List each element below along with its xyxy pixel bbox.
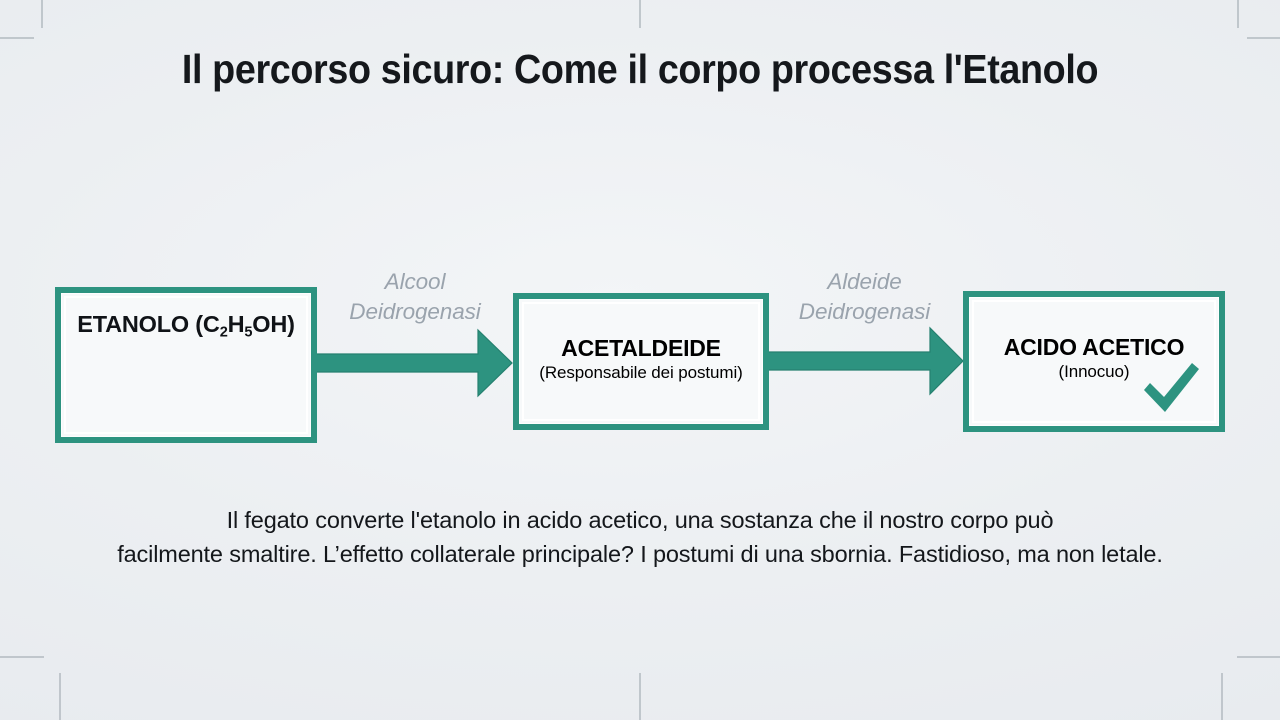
arrow-ethanol-to-acetaldehyde xyxy=(312,328,513,398)
node-acetaldehyde-sublabel: (Responsabile dei postumi) xyxy=(539,363,743,382)
node-inner-border xyxy=(64,296,308,434)
crop-mark-bottom-right-horizontal xyxy=(1237,656,1280,658)
caption-line-1: Il fegato converte l'etanolo in acido ac… xyxy=(226,507,1054,533)
node-acetaldehyde-text: ACETALDEIDE (Responsabile dei postumi) xyxy=(519,335,763,383)
node-ethanol-label: ETANOLO (C2H5OH) xyxy=(77,311,295,341)
node-inner-border xyxy=(522,302,760,421)
flow-node-acetaldehyde: ACETALDEIDE (Responsabile dei postumi) xyxy=(513,293,769,430)
node-inner-border xyxy=(972,300,1216,423)
crop-mark-bottom-center xyxy=(639,673,641,720)
subscript-5: 5 xyxy=(244,324,253,341)
crop-mark-bottom-right-vertical xyxy=(1221,673,1223,720)
node-acetic-acid-text: ACIDO ACETICO (Innocuo) xyxy=(969,334,1219,382)
subscript-2: 2 xyxy=(219,324,228,341)
crop-mark-top-right-vertical xyxy=(1237,0,1239,28)
arrow-acetaldehyde-to-aceticacid xyxy=(763,326,964,396)
crop-mark-bottom-left-vertical xyxy=(59,673,61,720)
crop-mark-top-left-horizontal xyxy=(0,37,34,39)
node-acetic-acid-label: ACIDO ACETICO xyxy=(1003,334,1185,360)
checkmark-icon xyxy=(1144,363,1199,412)
crop-mark-bottom-left-horizontal xyxy=(0,656,44,658)
node-acetaldehyde-label: ACETALDEIDE xyxy=(561,335,721,361)
arrow-label-line-2: Deidrogenasi xyxy=(349,298,481,324)
arrow-label-line-1: Aldeide xyxy=(827,269,902,294)
flow-node-ethanol: ETANOLO (C2H5OH) xyxy=(55,287,317,443)
arrow-label-line-2: Deidrogenasi xyxy=(798,298,931,324)
arrow-label-alcohol-dehydrogenase: Alcool Deidrogenasi xyxy=(315,267,515,326)
caption-line-2: facilmente smaltire. L’effetto collatera… xyxy=(117,541,1163,568)
slide-caption: Il fegato converte l'etanolo in acido ac… xyxy=(40,503,1240,572)
flow-node-acetic-acid: ACIDO ACETICO (Innocuo) xyxy=(963,291,1225,432)
crop-mark-top-center xyxy=(639,0,641,28)
page-title: Il percorso sicuro: Come il corpo proces… xyxy=(181,46,1099,92)
crop-mark-top-right-horizontal xyxy=(1247,37,1280,39)
crop-mark-top-left-vertical xyxy=(41,0,43,28)
arrow-label-line-1: Alcool xyxy=(384,269,446,294)
node-acetic-acid-sublabel: (Innocuo) xyxy=(1058,362,1130,381)
arrow-label-aldehyde-dehydrogenase: Aldeide Deidrogenasi xyxy=(762,267,967,326)
